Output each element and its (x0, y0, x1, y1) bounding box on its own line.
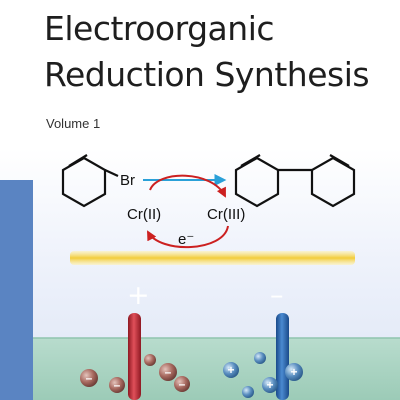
bromine-label: Br (120, 172, 135, 189)
catalyst-oxidized-label: Cr(III) (207, 206, 245, 223)
anion (174, 376, 190, 392)
cathode (276, 313, 289, 400)
cation-group (223, 352, 303, 398)
anion (80, 369, 98, 387)
cation-charge: + (290, 365, 297, 379)
oxidation-arrow (149, 174, 226, 198)
anode (128, 313, 141, 400)
cation (262, 377, 278, 393)
cation-charge: + (266, 378, 273, 392)
anion-group (80, 354, 190, 393)
anion-charge: – (165, 365, 172, 379)
electrolyte-solution (33, 338, 400, 400)
catalytic-cycle: Cr(II) Cr(III) e⁻ (127, 174, 245, 249)
anion (144, 354, 156, 366)
book-title: Electroorganic Reduction Synthesis (44, 6, 400, 98)
product-molecule (234, 154, 356, 208)
cation (242, 386, 254, 398)
anion (109, 377, 125, 393)
cover-illustration: Br Cr(II) Cr(III) e⁻ + – (0, 148, 400, 400)
side-color-bar (0, 180, 33, 400)
electron-label: e⁻ (178, 231, 194, 248)
anion (159, 363, 177, 381)
reactant-molecule: Br (61, 154, 135, 208)
cation (223, 362, 239, 378)
book-title-line-1: Electroorganic (44, 9, 275, 48)
catalyst-reduced-label: Cr(II) (127, 206, 161, 223)
anion-charge: – (114, 378, 121, 392)
volume-label: Volume 1 (46, 116, 101, 131)
cation-charge: + (227, 363, 234, 377)
cathode-sign: – (270, 280, 284, 311)
electrode-plate (70, 251, 355, 265)
anion-charge: – (86, 371, 93, 385)
anode-sign: + (127, 280, 150, 311)
anion-charge: – (179, 377, 186, 391)
reduction-arrow (147, 225, 229, 249)
cation (254, 352, 266, 364)
book-title-line-2: Reduction Synthesis (44, 55, 370, 94)
cation (285, 363, 303, 381)
